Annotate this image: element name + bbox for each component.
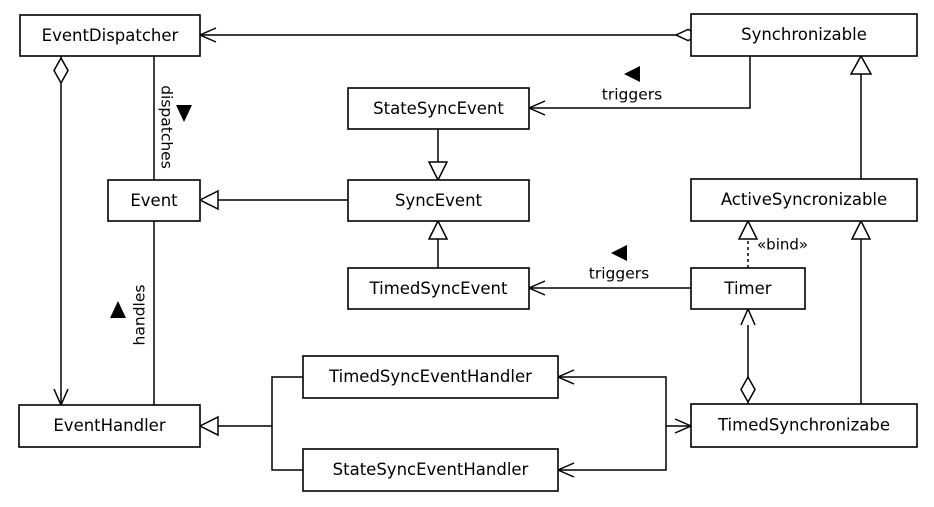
class-name-label: TimedSyncEvent [369, 279, 508, 298]
class-statesynceventhandler[interactable]: StateSyncEventHandler [302, 448, 559, 492]
class-timedsyncevent[interactable]: TimedSyncEvent [347, 267, 530, 310]
edge-label-triggers-mid: triggers [589, 265, 649, 283]
class-name-label: Event [130, 191, 178, 210]
class-box[interactable] [690, 178, 918, 222]
class-name-label: Synchronizable [741, 25, 867, 44]
class-box[interactable] [347, 267, 530, 310]
generalization-triangle [427, 161, 449, 182]
class-eventdispatcher[interactable]: EventDispatcher [19, 14, 201, 57]
edge-eventdispatcher-event [153, 56, 192, 180]
class-timedsynchronizabe[interactable]: TimedSynchronizabe [690, 403, 918, 448]
edge-eventdispatcher-eventhandler [53, 56, 69, 407]
edge-statesyncevent-syncevent [427, 129, 449, 182]
class-box[interactable] [690, 13, 918, 57]
aggregation-diamond [53, 56, 69, 85]
aggregation-diamond [740, 375, 756, 404]
generalization-triangle [198, 415, 219, 437]
edge-tree-branch [558, 376, 667, 471]
class-name-label: EventDispatcher [42, 26, 179, 45]
class-eventhandler[interactable]: EventHandler [18, 404, 201, 448]
edge-syncevent-event [198, 189, 348, 211]
class-name-label: ActiveSyncronizable [721, 190, 887, 209]
edge-handlers-eventhandler [198, 376, 303, 471]
edge-timedsynchronizabe-handlers [556, 369, 693, 478]
generalization-triangle [427, 219, 449, 240]
class-statesyncevent[interactable]: StateSyncEvent [347, 87, 530, 130]
class-box-layer: EventDispatcher Synchronizable StateSync… [18, 13, 918, 492]
edge-label-layer: dispatches handles triggers triggers «bi… [131, 85, 809, 345]
navigation-triangle-up [110, 301, 126, 318]
edge-activesyncronizable-synchronizable [849, 54, 873, 179]
class-timer[interactable]: Timer [690, 267, 806, 310]
class-box[interactable] [18, 404, 201, 448]
class-box[interactable] [347, 179, 530, 222]
edge-label-dispatches: dispatches [158, 85, 176, 169]
class-name-label: SyncEvent [395, 191, 483, 210]
class-box[interactable] [302, 448, 559, 492]
edge-label-bind-stereotype: «bind» [757, 236, 808, 254]
edge-label-handles: handles [131, 285, 149, 346]
edge-synchronizable-eventdispatcher [198, 27, 702, 43]
edge-line [529, 56, 751, 109]
open-arrowhead [740, 307, 756, 326]
realization-triangle [737, 219, 759, 240]
navigation-triangle-down [176, 105, 192, 122]
class-event[interactable]: Event [107, 179, 201, 222]
class-name-label: StateSyncEvent [373, 99, 504, 118]
class-box[interactable] [107, 179, 201, 222]
generalization-triangle [850, 219, 872, 240]
generalization-triangle [849, 54, 873, 75]
edge-timedsynchronizabe-activesyncronizable [850, 219, 872, 404]
edge-timedsynchronizabe-timer [740, 307, 756, 404]
edge-layer [53, 27, 873, 478]
class-box[interactable] [690, 403, 918, 448]
edge-timer-activesyncronizable-bind [737, 219, 759, 268]
class-name-label: TimedSynchronizabe [717, 416, 890, 435]
class-box[interactable] [690, 267, 806, 310]
class-name-label: StateSyncEventHandler [333, 460, 529, 479]
edge-timedsyncevent-syncevent [427, 219, 449, 268]
edge-tree-branch [271, 376, 303, 471]
navigation-triangle-left [611, 245, 627, 261]
class-syncevent[interactable]: SyncEvent [347, 179, 530, 222]
class-activesyncronizable[interactable]: ActiveSyncronizable [690, 178, 918, 222]
class-timedsynceventhandler[interactable]: TimedSyncEventHandler [302, 355, 559, 399]
navigation-triangle-left [624, 66, 640, 82]
edge-eventhandler-event [110, 221, 155, 405]
class-name-label: EventHandler [53, 416, 165, 435]
class-box[interactable] [19, 14, 201, 57]
edge-label-triggers-top: triggers [602, 86, 662, 104]
class-box[interactable] [347, 87, 530, 130]
generalization-triangle [198, 189, 219, 211]
class-box[interactable] [302, 355, 559, 399]
class-name-label: TimedSyncEventHandler [328, 367, 532, 386]
class-synchronizable[interactable]: Synchronizable [690, 13, 918, 57]
class-name-label: Timer [723, 279, 771, 298]
